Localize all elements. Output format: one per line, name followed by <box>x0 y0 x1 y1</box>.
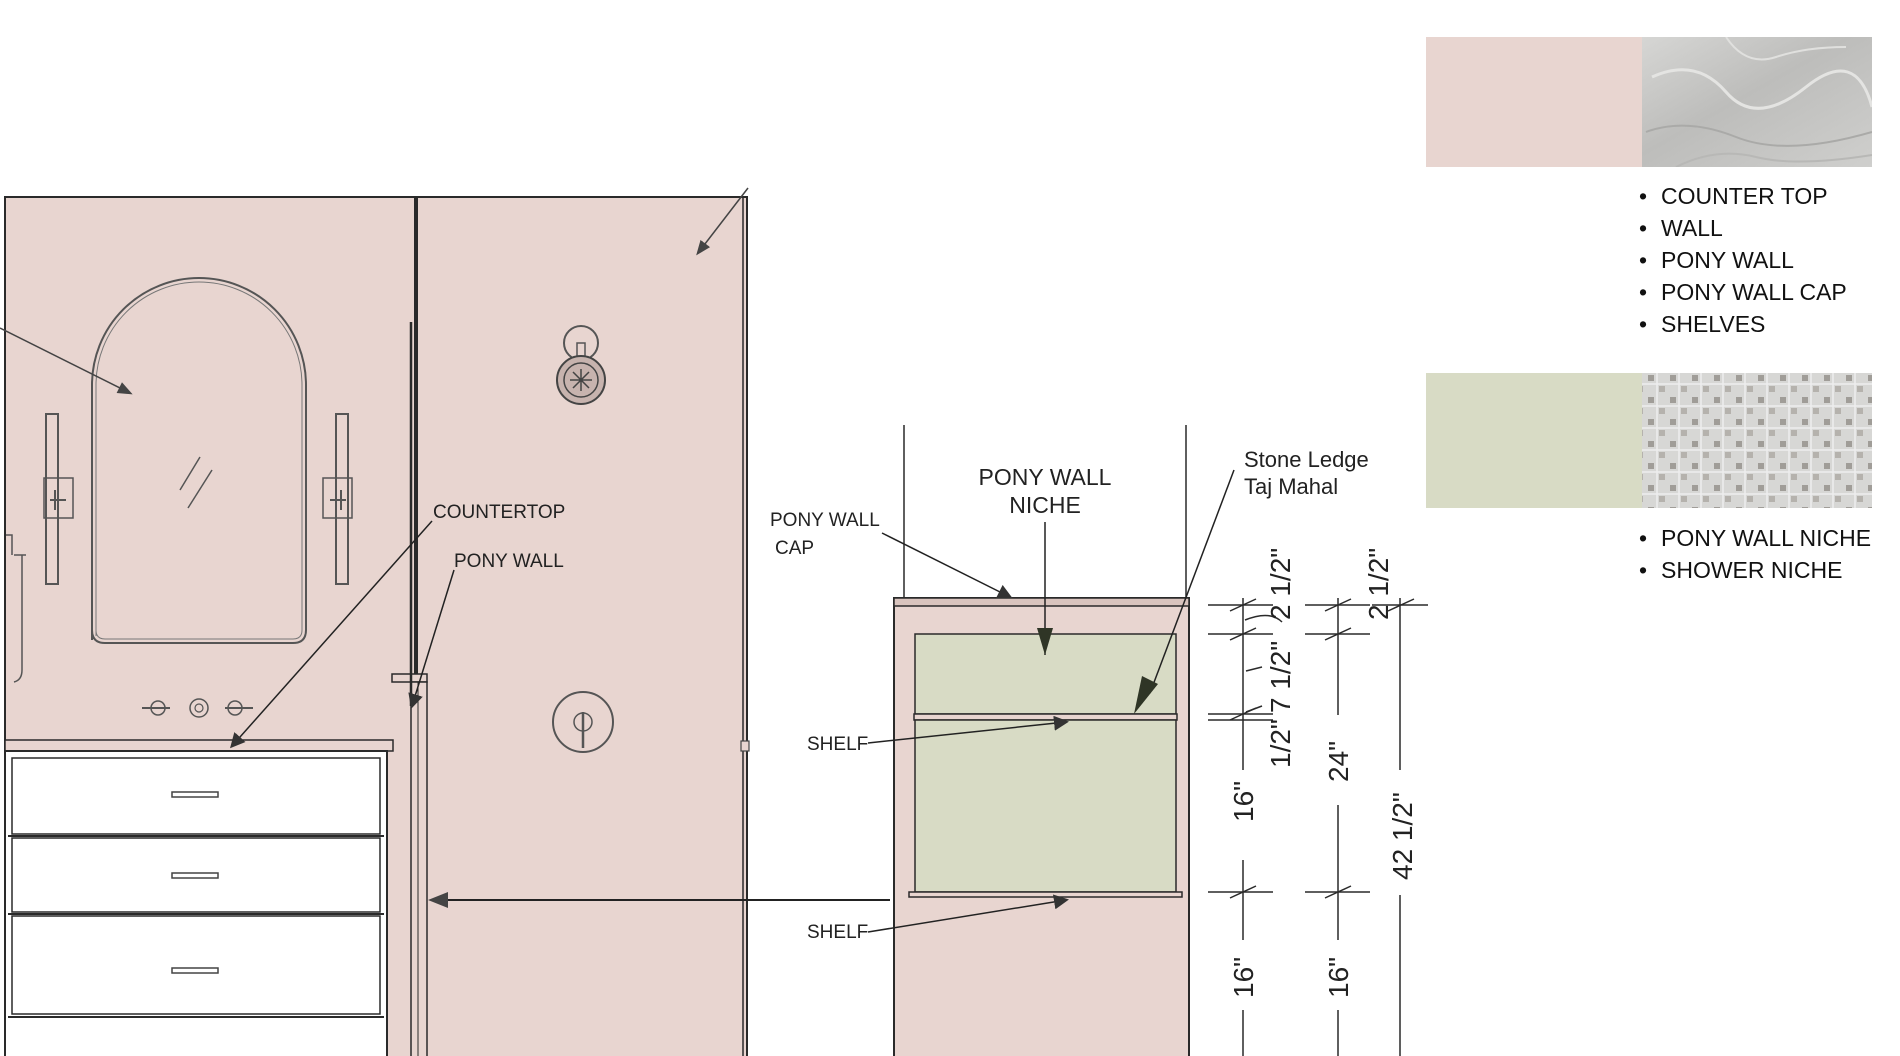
stone-ledge-line2: Taj Mahal <box>1244 474 1338 499</box>
vanity-cabinet <box>4 750 388 1056</box>
countertop <box>4 739 394 752</box>
swatch-grey-marble <box>1642 37 1872 167</box>
material-item: WALL <box>1639 212 1847 244</box>
drawer-pull-icon <box>171 967 219 974</box>
material-item: PONY WALL NICHE <box>1639 522 1871 554</box>
cap-label-line1: PONY WALL <box>770 510 880 531</box>
cap-label-line2: CAP <box>775 538 814 559</box>
mirror-icon <box>91 277 307 644</box>
dim-outer-42-1-2: 42 1/2" <box>1387 792 1418 880</box>
dim-inner-16-upper: 16" <box>1228 781 1259 822</box>
faucet-icon <box>142 698 253 718</box>
shelf-label-lower: SHELF <box>807 922 868 943</box>
drawer-pull-icon <box>171 791 219 798</box>
dim-middle-2-1-2: 2 1/2" <box>1363 548 1394 620</box>
sconce-icon <box>322 413 353 585</box>
swatch-pink-paint <box>1426 37 1642 167</box>
material-item: PONY WALL <box>1639 244 1847 276</box>
material-item: PONY WALL CAP <box>1639 276 1847 308</box>
dim-middle-16: 16" <box>1323 957 1354 998</box>
material-list-2: PONY WALL NICHE SHOWER NICHE <box>1639 522 1871 586</box>
material-item: SHOWER NICHE <box>1639 554 1871 586</box>
pony-wall-niche-section: PONY WALL NICHE Stone Ledge Taj Mahal PO… <box>428 425 1369 1056</box>
material-item: COUNTER TOP <box>1639 180 1847 212</box>
dim-inner-2-1-2: 2 1/2" <box>1265 548 1296 620</box>
stone-ledge <box>913 713 1178 721</box>
sconce-icon <box>43 413 74 585</box>
shelf-label-upper: SHELF <box>807 734 868 755</box>
pony-wall-label: PONY WALL <box>454 551 564 572</box>
material-swatch-2 <box>1426 373 1872 508</box>
niche-title-line2: NICHE <box>1009 492 1081 518</box>
shelf-lower <box>908 891 1183 898</box>
material-item: SHELVES <box>1639 308 1847 340</box>
dimension-text: 2 1/2" 7 1/2" 1/2" 16" 16" 2 1/2" 24" 16… <box>1227 548 1418 1010</box>
bathroom-elevation: COUNTERTOP PONY WALL <box>0 187 750 1056</box>
niche-lower <box>914 719 1177 893</box>
drawer-pull-icon <box>171 872 219 879</box>
dim-inner-16-lower: 16" <box>1228 957 1259 998</box>
dim-middle-24: 24" <box>1323 741 1354 782</box>
dim-inner-1-2: 1/2" <box>1265 719 1296 768</box>
dim-inner-7-1-2: 7 1/2" <box>1265 641 1296 713</box>
material-list-1: COUNTER TOP WALL PONY WALL PONY WALL CAP… <box>1639 180 1847 340</box>
pony-wall-cap <box>893 597 1190 607</box>
swatch-sage-paint <box>1426 373 1642 508</box>
swatch-marble-mosaic <box>1642 373 1872 508</box>
niche-title-line1: PONY WALL <box>979 464 1112 490</box>
material-swatch-1 <box>1426 37 1872 167</box>
shower-head-icon <box>556 325 606 405</box>
stone-ledge-line1: Stone Ledge <box>1244 447 1369 472</box>
wall-panel-right <box>416 196 748 1056</box>
countertop-label: COUNTERTOP <box>433 502 565 523</box>
shower-valve-icon <box>552 691 614 753</box>
pony-wall-profile <box>391 322 428 1056</box>
